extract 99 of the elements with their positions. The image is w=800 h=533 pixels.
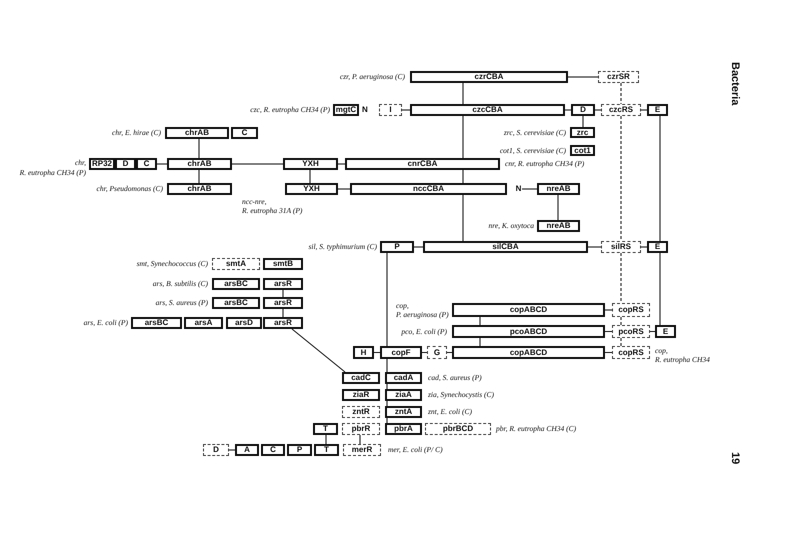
gene-box: arsBC — [212, 297, 260, 309]
gene-box: arsR — [263, 278, 303, 290]
connector-line — [462, 194, 464, 242]
gene-box: czcRS — [601, 104, 641, 116]
gene-box: pbrA — [385, 423, 422, 435]
gene-box: A — [235, 444, 259, 456]
page-number: 19 — [729, 452, 740, 464]
connector-line — [650, 331, 656, 332]
connector-line — [386, 358, 388, 372]
gene-box: pbrR — [342, 423, 380, 435]
gene-box: G — [427, 346, 447, 359]
gene-box: smtB — [263, 258, 303, 270]
gene-box: D — [571, 104, 595, 116]
connector-line — [604, 331, 612, 332]
gene-box: cadC — [342, 372, 380, 384]
gene-box: arsD — [226, 317, 262, 329]
gene-box: czrCBA — [410, 71, 568, 83]
gene-box: cot1 — [570, 145, 595, 156]
gene-box: E — [655, 325, 676, 338]
connector-line — [386, 400, 388, 406]
gene-box: arsR — [263, 297, 303, 309]
gene-label: N — [362, 104, 368, 116]
gene-box: mgtC — [333, 104, 359, 116]
gene-box: copABCD — [452, 346, 605, 359]
gene-box: pbrBCD — [425, 423, 491, 435]
connector-line — [414, 246, 424, 248]
connector-line — [568, 76, 598, 78]
gene-box: smtA — [212, 258, 260, 270]
gene-box: czrSR — [598, 71, 639, 83]
gene-box: YXH — [283, 158, 338, 170]
gene-box: P — [287, 444, 312, 456]
gene-box: silRS — [601, 241, 641, 253]
gene-box: H — [353, 346, 374, 359]
gene-box: arsR — [263, 317, 303, 329]
gene-box: cnrCBA — [345, 158, 500, 170]
gene-label: N — [515, 183, 522, 195]
connector-line — [386, 384, 388, 390]
connector-line — [374, 352, 380, 353]
gene-box: chrAB — [167, 158, 232, 170]
gene-box: zntA — [385, 406, 422, 418]
connector-line — [522, 188, 538, 190]
gene-box: D — [203, 444, 229, 456]
page-header: Bacteria — [729, 62, 740, 106]
gene-box: C — [261, 444, 285, 456]
gene-box: pcoABCD — [452, 325, 605, 338]
connector-line — [582, 116, 584, 128]
gene-box: C — [136, 158, 157, 170]
gene-box: czcCBA — [410, 104, 565, 116]
gene-box: ziaR — [342, 389, 380, 401]
gene-box: YXH — [285, 183, 338, 195]
gene-box: pcoRS — [612, 325, 650, 338]
gene-box: copRS — [612, 303, 650, 317]
gene-box: chrAB — [165, 127, 229, 139]
connector-line — [446, 352, 452, 353]
connector-line — [620, 316, 622, 326]
gene-box: arsA — [184, 317, 223, 329]
gene-box: merR — [343, 444, 381, 456]
connector-line — [620, 116, 622, 242]
connector-line — [386, 418, 388, 424]
connector-line — [282, 308, 284, 318]
connector-line — [462, 170, 464, 184]
connector-line — [604, 352, 612, 353]
gene-box: P — [380, 241, 414, 253]
gene-box: T — [314, 444, 339, 456]
gene-box: silCBA — [423, 241, 588, 253]
gene-box: D — [115, 158, 136, 170]
connector-line — [620, 338, 622, 346]
connector-line — [620, 82, 622, 104]
gene-box: E — [647, 104, 668, 116]
connector-line — [292, 328, 346, 372]
gene-box: ziaA — [385, 389, 422, 401]
connector-line — [338, 188, 350, 190]
connector-line — [620, 252, 622, 304]
gene-box: I — [379, 104, 402, 116]
gene-box: cadA — [385, 372, 422, 384]
gene-box: chrAB — [167, 183, 232, 195]
gene-box: nreAB — [537, 220, 580, 232]
connector-line — [422, 352, 428, 353]
gene-box: copRS — [612, 346, 650, 359]
gene-box: zrc — [570, 127, 595, 138]
gene-box: zntR — [342, 406, 380, 418]
gene-box: copF — [380, 346, 422, 359]
connector-line — [462, 116, 464, 158]
gene-box: E — [647, 241, 668, 253]
gene-box: C — [231, 127, 258, 139]
connector-line — [282, 290, 284, 298]
gene-box: RP32 — [89, 158, 115, 170]
gene-box: arsBC — [131, 317, 182, 329]
connector-line — [198, 170, 200, 184]
connector-line — [640, 246, 648, 248]
gene-box: T — [313, 423, 338, 435]
connector-line — [462, 82, 464, 104]
connector-line — [588, 246, 602, 248]
gene-box: copABCD — [452, 303, 605, 317]
gene-box: nreAB — [537, 183, 580, 195]
gene-box: nccCBA — [350, 183, 507, 195]
connector-line — [386, 252, 388, 346]
gene-box: arsBC — [212, 278, 260, 290]
connector-line — [198, 138, 200, 158]
